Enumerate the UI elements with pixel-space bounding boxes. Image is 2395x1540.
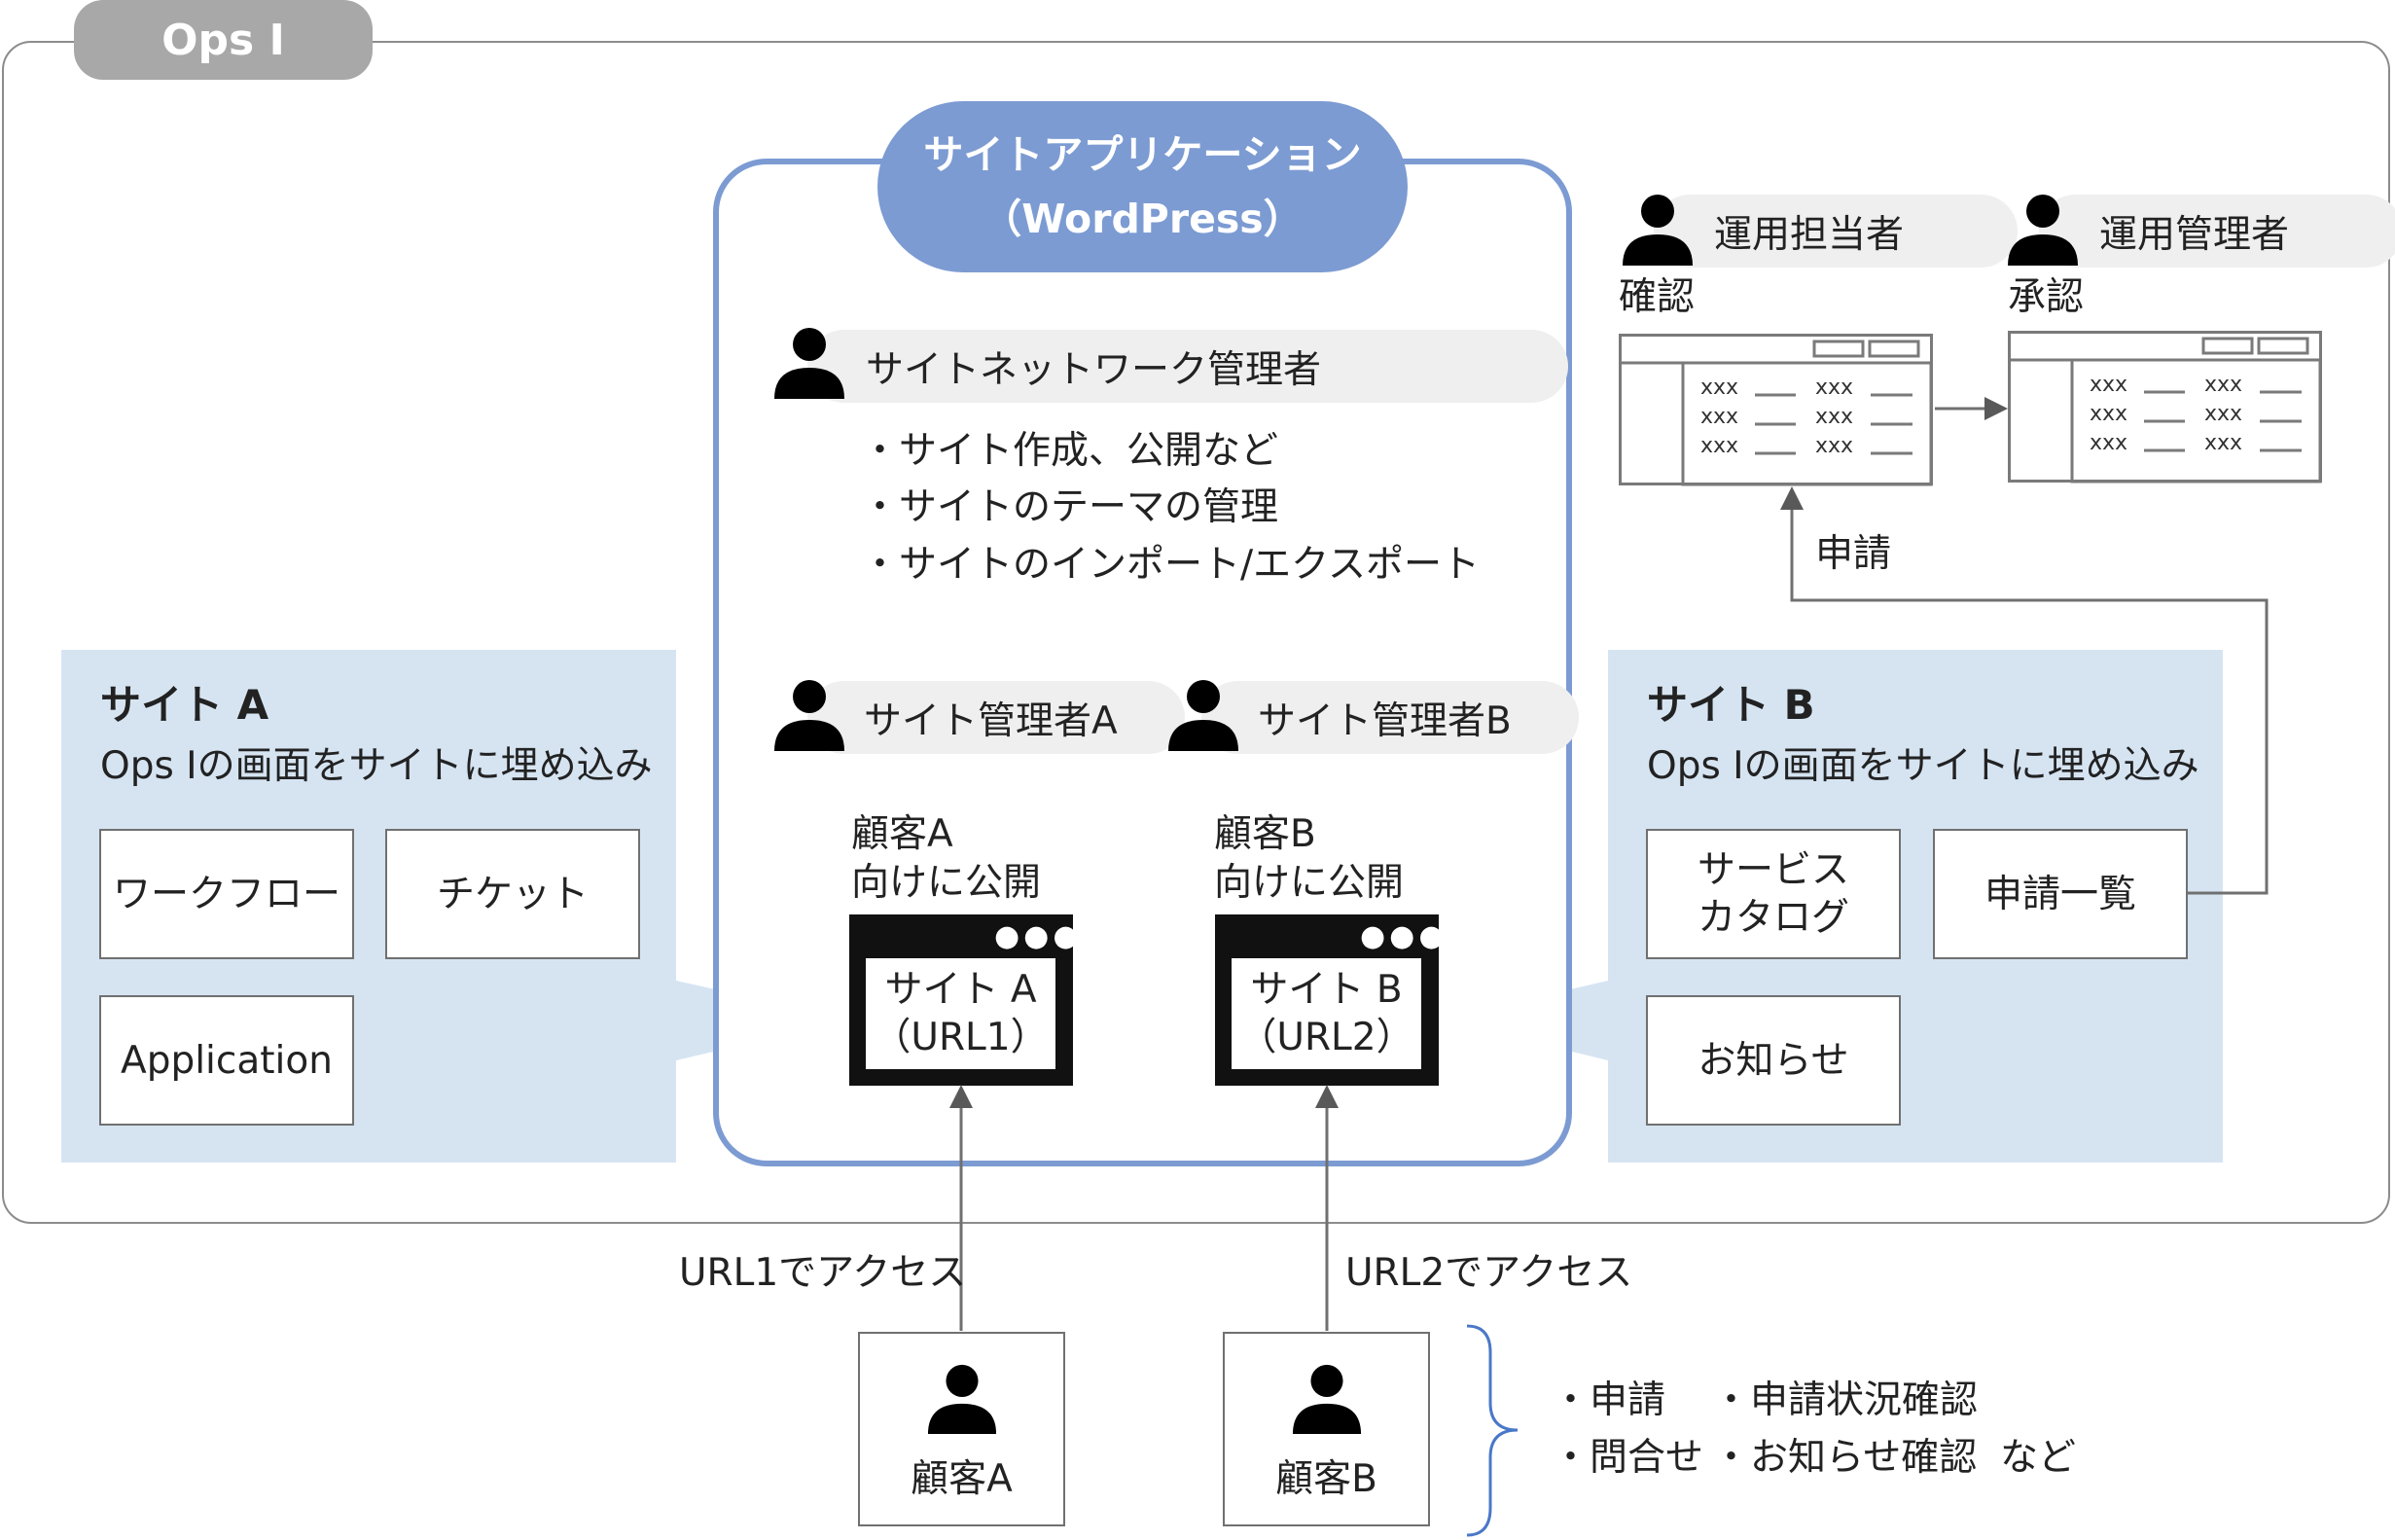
duty-1: ・サイト作成、公開など: [861, 429, 1279, 473]
action-news-check: ・お知らせ確認: [1712, 1436, 1978, 1480]
manager-form-icon: [2008, 331, 2322, 483]
access-b-label: URL2でアクセス: [1345, 1251, 1633, 1295]
workflow-tile[interactable]: ワークフロー: [99, 829, 354, 959]
site-admin-a-pill: サイト管理者A: [807, 681, 1185, 754]
operator-action: 確認: [1619, 275, 1696, 319]
action-suffix: など: [2000, 1436, 2077, 1480]
duty-2: ・サイトのテーマの管理: [861, 485, 1279, 529]
screen-b-line2: （URL2）: [1238, 1016, 1414, 1059]
op-form-text-5: xxx: [1700, 434, 1739, 458]
ops-title: Ops I: [74, 0, 373, 80]
app-title-line1: サイトアプリケーション: [923, 131, 1362, 178]
site-a-subtitle: Ops Iの画面をサイトに埋め込み: [100, 744, 653, 788]
customer-b-label: 顧客B: [1275, 1457, 1377, 1501]
publish-a-line1: 顧客A: [851, 812, 953, 856]
customer-a-person-icon: [927, 1364, 997, 1434]
screen-a-line1: サイト A: [884, 968, 1037, 1012]
mg-form-text-1: xxx: [2090, 373, 2128, 397]
ticket-tile[interactable]: チケット: [385, 829, 640, 959]
site-admin-a-label: サイト管理者A: [864, 698, 1118, 743]
op-form-text-6: xxx: [1815, 434, 1854, 458]
site-b-title: サイト B: [1647, 681, 1815, 729]
catalog-line2: カタログ: [1697, 896, 1849, 940]
screen-b-line1: サイト B: [1250, 968, 1403, 1012]
app-title-line2: （WordPress）: [982, 196, 1304, 242]
catalog-line1: サービス: [1697, 848, 1849, 892]
access-a-label: URL1でアクセス: [679, 1251, 967, 1295]
action-request: ・申請: [1552, 1379, 1666, 1422]
app-title: サイトアプリケーション （WordPress）: [877, 101, 1408, 272]
mg-form-text-4: xxx: [2204, 402, 2243, 426]
op-form-text-1: xxx: [1700, 376, 1739, 400]
customer-b-person-icon: [1292, 1364, 1362, 1434]
site-a-screen-content: サイト A （URL1）: [866, 958, 1055, 1069]
customer-a-label: 顧客A: [911, 1457, 1013, 1501]
site-a-window-dots-icon: ●●●: [994, 919, 1083, 953]
site-admin-b-person-icon: [1168, 680, 1238, 751]
site-admin-a-person-icon: [774, 680, 844, 751]
manager-label: 運用管理者: [2099, 212, 2290, 257]
operator-label: 運用担当者: [1714, 212, 1905, 257]
ticket-label: チケット: [436, 872, 589, 916]
news-tile[interactable]: お知らせ: [1646, 995, 1901, 1126]
mg-form-text-3: xxx: [2090, 402, 2128, 426]
workflow-label: ワークフロー: [112, 872, 340, 916]
operator-form-icon: [1619, 334, 1933, 486]
application-tile[interactable]: Application: [99, 995, 354, 1126]
publish-b-line1: 顧客B: [1214, 812, 1316, 856]
publish-a-line2: 向けに公開: [851, 861, 1042, 905]
action-request-status: ・申請状況確認: [1712, 1379, 1979, 1422]
mg-form-text-2: xxx: [2204, 373, 2243, 397]
manager-person-icon: [2008, 195, 2078, 266]
duty-3: ・サイトのインポート/エクスポート: [861, 543, 1480, 587]
site-b-subtitle: Ops Iの画面をサイトに埋め込み: [1647, 744, 2199, 788]
manager-action: 承認: [2008, 275, 2085, 319]
mg-form-text-5: xxx: [2090, 431, 2128, 455]
service-catalog-tile[interactable]: サービス カタログ: [1646, 829, 1901, 959]
screen-a-line2: （URL1）: [873, 1016, 1049, 1059]
manager-pill: 運用管理者: [2039, 195, 2395, 268]
mg-form-text-6: xxx: [2204, 431, 2243, 455]
ops-frame: [2, 41, 2390, 1224]
op-form-text-2: xxx: [1815, 376, 1854, 400]
operator-person-icon: [1623, 195, 1693, 266]
action-inquiry: ・問合せ: [1552, 1436, 1704, 1480]
site-a-title: サイト A: [100, 681, 269, 729]
op-form-text-3: xxx: [1700, 405, 1739, 429]
request-list-label: 申請一覧: [1984, 872, 2136, 916]
network-admin-person-icon: [774, 328, 844, 399]
publish-b-line2: 向けに公開: [1214, 861, 1405, 905]
site-b-window-dots-icon: ●●●: [1360, 919, 1448, 953]
site-admin-b-pill: サイト管理者B: [1201, 681, 1579, 754]
request-label: 申請: [1815, 532, 1892, 576]
request-list-tile[interactable]: 申請一覧: [1933, 829, 2188, 959]
news-label: お知らせ: [1698, 1038, 1849, 1083]
application-label: Application: [121, 1038, 333, 1083]
site-admin-b-label: サイト管理者B: [1258, 698, 1512, 743]
network-admin-pill: サイトネットワーク管理者: [807, 330, 1568, 403]
op-form-text-4: xxx: [1815, 405, 1854, 429]
operator-pill: 運用担当者: [1654, 195, 2018, 268]
site-b-screen-content: サイト B （URL2）: [1232, 958, 1421, 1069]
network-admin-label: サイトネットワーク管理者: [866, 347, 1322, 392]
